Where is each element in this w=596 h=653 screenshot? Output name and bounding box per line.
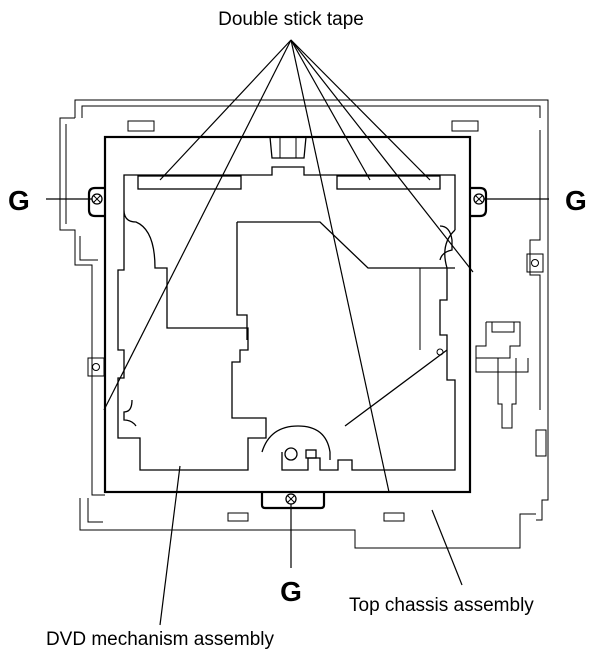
label-double-stick-tape: Double stick tape: [218, 9, 364, 30]
leader-lines: [46, 39, 549, 626]
label-screw-g-bottom: G: [280, 576, 302, 607]
screw-g-bottom-icon: [285, 493, 297, 505]
label-dvd-mechanism-assembly: DVD mechanism assembly: [46, 629, 275, 650]
screw-g-left-icon: [91, 193, 103, 205]
label-screw-g-left: G: [8, 185, 30, 216]
screw-g-right-icon: [473, 193, 485, 205]
dvd-mechanism-assembly: [87, 135, 488, 510]
label-screw-g-right: G: [565, 185, 587, 216]
top-chassis-assembly: [59, 99, 549, 549]
label-top-chassis-assembly: Top chassis assembly: [349, 595, 534, 616]
